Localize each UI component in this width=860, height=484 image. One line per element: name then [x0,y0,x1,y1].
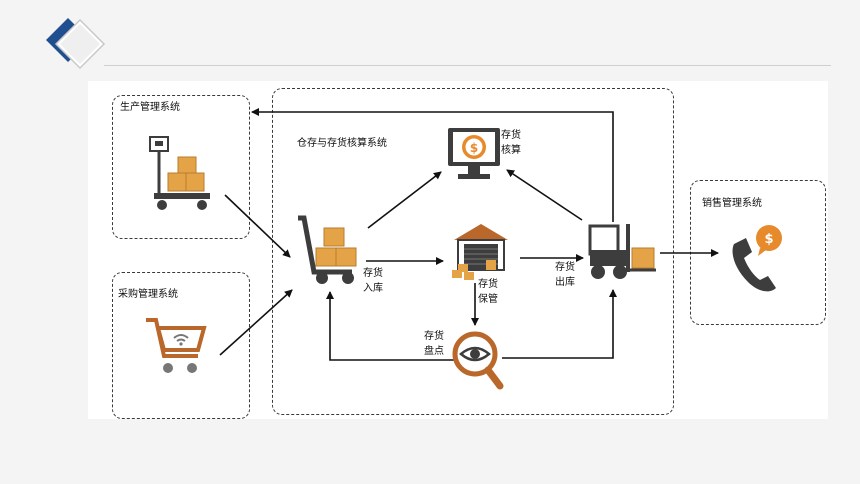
purchasing-system-box [112,272,250,419]
production-system-label: 生产管理系统 [120,102,180,113]
sales-system-label: 销售管理系统 [702,198,762,209]
stocktake-label: 存货盘点 [424,331,444,357]
accounting-label: 存货核算 [501,130,521,156]
purchasing-system-label: 采购管理系统 [118,289,178,300]
shopping-cart-icon [146,318,207,373]
warehouse-system-label: 仓存与存货核算系统 [297,138,387,149]
warehouse-icon [452,224,508,280]
arrow-stocktake-to-outbound [502,289,617,359]
eye-magnifier-icon [452,331,504,390]
header-divider [104,65,831,66]
arrow-purchasing-to-inbound [219,289,293,356]
diamond-logo-icon [46,18,106,70]
arrow-stocktake-to-inbound [326,291,455,361]
arrow-outbound-to-production [251,108,614,222]
arrow-outbound-to-accounting [506,169,583,221]
platform-scale-icon [149,136,210,210]
svg-text:$: $ [470,141,478,155]
forklift-icon [588,224,656,279]
warehouse-system-box [272,88,674,415]
arrow-production-to-inbound [224,194,291,258]
phone-dollar-icon: $ [732,225,782,292]
outbound-label: 存货出库 [555,262,575,288]
storage-label: 存货保管 [478,279,498,305]
hand-truck-icon [298,215,357,284]
svg-text:$: $ [764,232,773,247]
arrow-inbound-to-accounting [367,171,442,229]
production-system-box [112,95,250,239]
monitor-dollar-icon: $ [448,128,500,179]
inbound-label: 存货入库 [363,268,383,294]
